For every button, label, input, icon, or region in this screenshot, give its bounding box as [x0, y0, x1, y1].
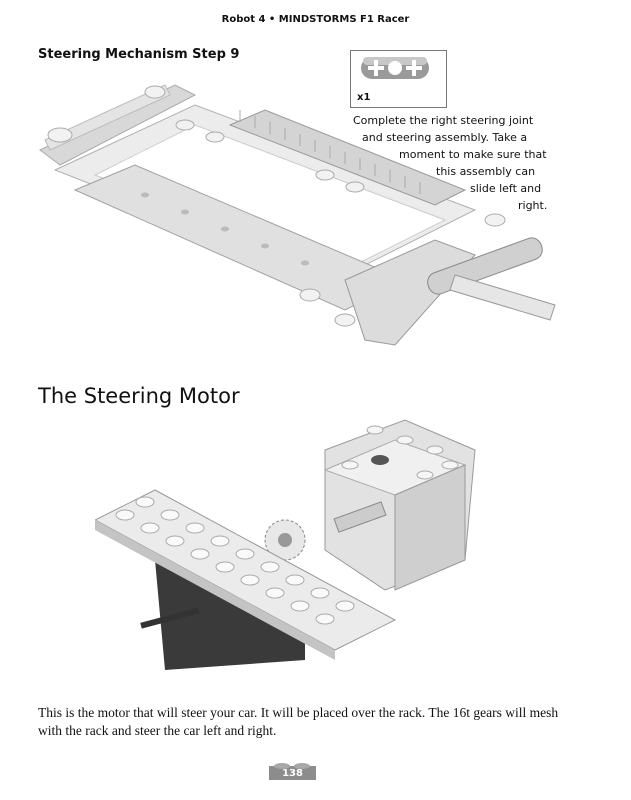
lego-brick-icon: [269, 763, 316, 780]
part-quantity: x1: [357, 92, 371, 103]
instruction-line: and steering assembly. Take a: [362, 131, 528, 144]
instruction-line: right.: [518, 199, 548, 212]
instruction-line: Complete the right steering joint: [353, 114, 534, 127]
page-number-badge: 138: [269, 760, 316, 780]
parts-list-box: x1: [350, 50, 447, 108]
beam-3-icon: [361, 57, 429, 79]
instruction-line: this assembly can: [436, 165, 536, 178]
steering-mechanism-illustration: [39, 84, 556, 346]
running-head: Robot 4 • MINDSTORMS F1 Racer: [221, 14, 410, 25]
instruction-line: moment to make sure that: [399, 148, 547, 161]
step-title: Steering Mechanism Step 9: [38, 47, 240, 62]
instruction-line: slide left and: [470, 182, 542, 195]
page-number: 138: [282, 768, 303, 779]
section-title: The Steering Motor: [38, 384, 240, 408]
body-paragraph: This is the motor that will steer your c…: [38, 705, 559, 738]
steering-motor-illustration: [95, 419, 476, 670]
